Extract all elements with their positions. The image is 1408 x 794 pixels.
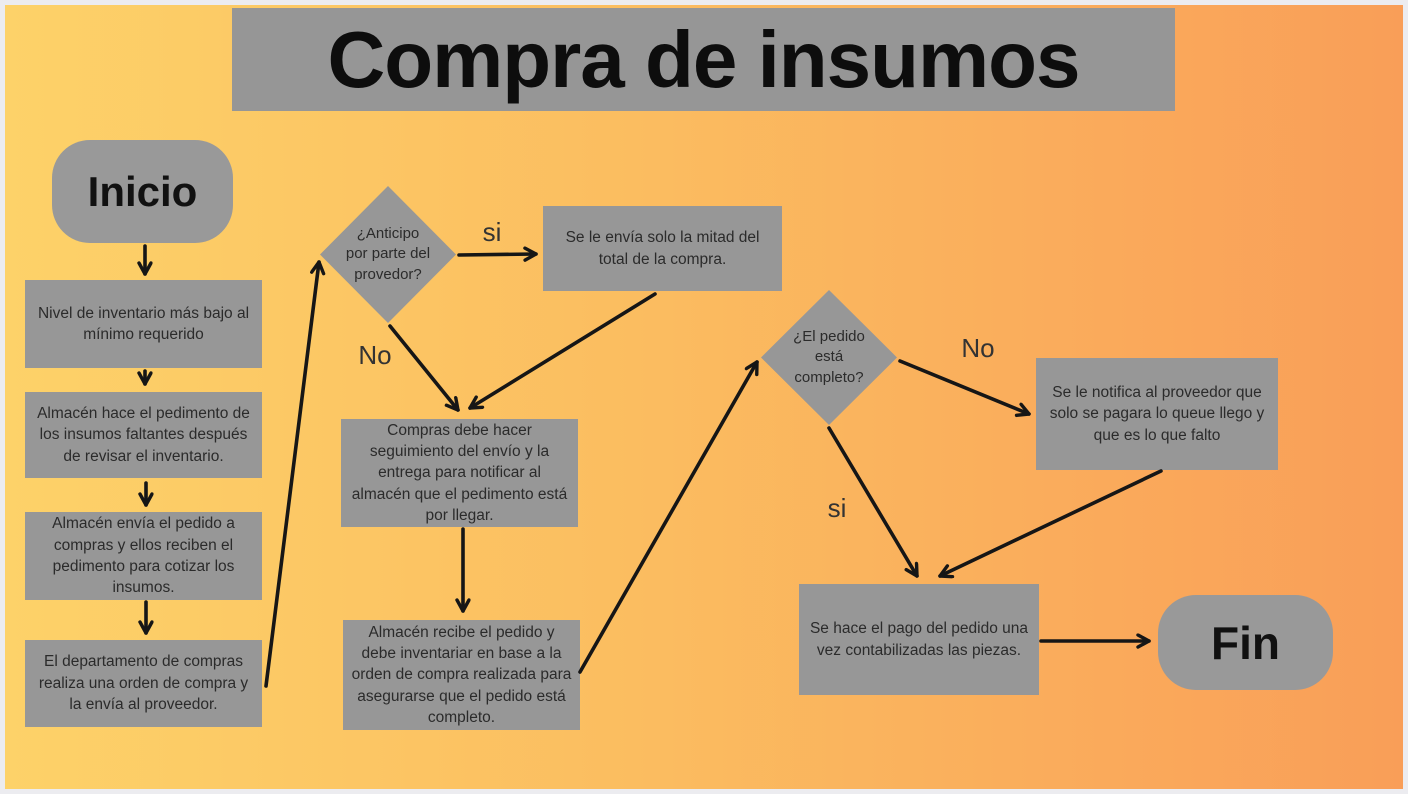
edge-label-anticipo-si: si bbox=[482, 217, 502, 247]
page-title: Compra de insumos bbox=[327, 14, 1080, 104]
node-inicio: Inicio bbox=[52, 140, 233, 243]
decision-anticipo-label: ¿Anticipo por parte del provedor? bbox=[345, 225, 431, 283]
arrow-orden-to-anticipo bbox=[264, 260, 319, 688]
node-notifica-proveedor: Se le notifica al proveedor que solo se … bbox=[1036, 358, 1278, 470]
arrow-notifica-to-pago bbox=[938, 469, 1163, 576]
node-nivel-inventario: Nivel de inventario más bajo al mínimo r… bbox=[25, 280, 262, 368]
title-bar: Compra de insumos bbox=[232, 8, 1175, 111]
node-almacen-pedimento: Almacén hace el pedimento de los insumos… bbox=[25, 392, 262, 478]
node-seguimiento-envio: Compras debe hacer seguimiento del envío… bbox=[341, 419, 578, 527]
arrow-anticipo-si bbox=[457, 254, 538, 255]
node-pago-pedido: Se hace el pago del pedido una vez conta… bbox=[799, 584, 1039, 695]
arrow-completo-no bbox=[898, 359, 1031, 414]
node-orden-de-compra: El departamento de compras realiza una o… bbox=[25, 640, 262, 727]
arrow-anticipo-no bbox=[388, 324, 460, 412]
decision-pedido-completo-label: ¿El pedido está completo? bbox=[793, 328, 865, 386]
node-almacen-envia-pedido: Almacén envía el pedido a compras y ello… bbox=[25, 512, 262, 600]
arrow-inventariar-to-completo bbox=[578, 360, 759, 674]
node-fin: Fin bbox=[1158, 595, 1333, 690]
decision-anticipo: ¿Anticipo por parte del provedor? bbox=[320, 186, 456, 323]
edge-label-completo-no: No bbox=[961, 333, 995, 363]
node-almacen-recibe: Almacén recibe el pedido y debe inventar… bbox=[343, 620, 580, 730]
decision-pedido-completo: ¿El pedido está completo? bbox=[761, 290, 897, 425]
node-mitad-compra: Se le envía solo la mitad del total de l… bbox=[543, 206, 782, 291]
edge-label-completo-si: si bbox=[827, 493, 847, 523]
arrow-mitad-to-seguimiento bbox=[468, 292, 657, 410]
edge-label-anticipo-no: No bbox=[358, 340, 392, 370]
